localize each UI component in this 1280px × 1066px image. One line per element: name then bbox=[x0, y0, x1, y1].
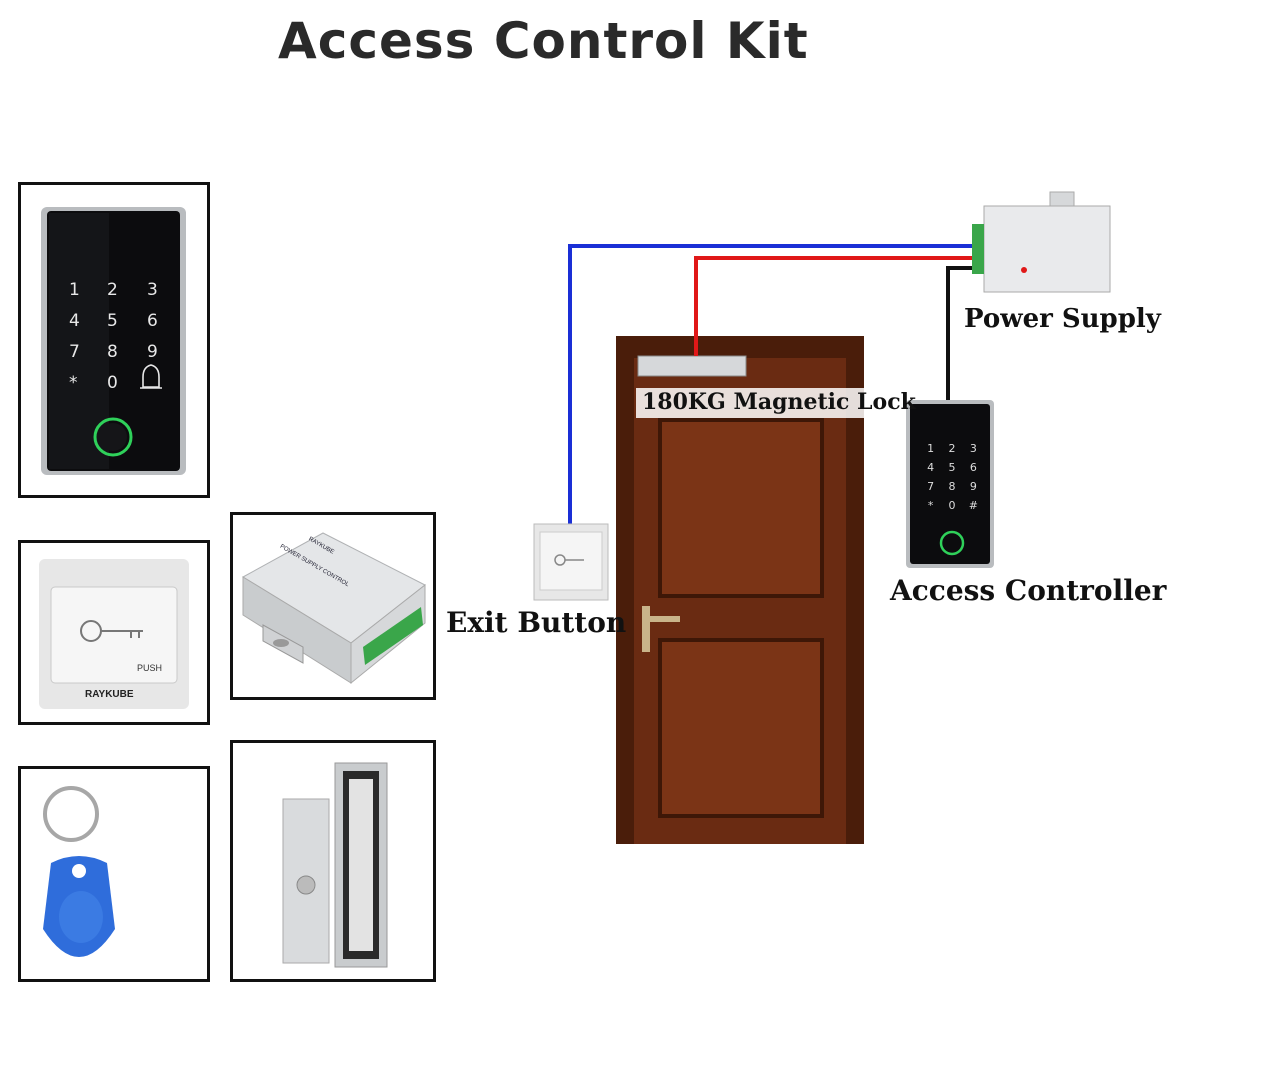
key-2: 2 bbox=[107, 280, 118, 300]
red-wire bbox=[694, 256, 984, 356]
exit-panel-brand: RAYKUBE bbox=[85, 689, 134, 700]
controller-key-3: 3 bbox=[969, 442, 977, 455]
rfid-keyfob-illustration bbox=[43, 786, 115, 957]
blue-wire bbox=[568, 244, 984, 524]
key-3: 3 bbox=[147, 280, 158, 300]
power-supply-unit bbox=[972, 191, 1111, 293]
magnetic-lock-illustration bbox=[282, 762, 388, 968]
key-7: 7 bbox=[69, 342, 80, 362]
door-illustration bbox=[616, 336, 864, 844]
key-4: 4 bbox=[69, 311, 80, 331]
exit-button-label: Exit Button bbox=[446, 606, 627, 639]
controller-key-hash: # bbox=[968, 499, 978, 512]
controller-key-4: 4 bbox=[927, 461, 935, 474]
fingerprint-ring-icon bbox=[93, 417, 133, 457]
controller-key-7: 7 bbox=[927, 480, 935, 493]
page-title: Access Control Kit bbox=[278, 12, 809, 70]
key-star: * bbox=[69, 373, 78, 393]
magnetic-lock-label: 180KG Magnetic Lock bbox=[642, 389, 916, 415]
controller-key-2: 2 bbox=[948, 442, 956, 455]
key-9: 9 bbox=[147, 342, 158, 362]
black-wire bbox=[946, 266, 984, 402]
key-1: 1 bbox=[69, 280, 80, 300]
key-8: 8 bbox=[107, 342, 118, 362]
key-0: 0 bbox=[107, 373, 118, 393]
keypad-illustration: 1 2 3 4 5 6 7 8 9 * 0 bbox=[41, 207, 186, 475]
keypad-product-frame: 1 2 3 4 5 6 7 8 9 * 0 bbox=[18, 182, 210, 498]
exit-panel-push-text: PUSH bbox=[137, 663, 163, 673]
access-controller-unit bbox=[906, 400, 994, 568]
controller-key-9: 9 bbox=[969, 480, 977, 493]
controller-key-8: 8 bbox=[948, 480, 956, 493]
bell-icon bbox=[140, 364, 162, 389]
magnetic-lock-product-frame bbox=[230, 740, 436, 982]
controller-key-star: * bbox=[927, 499, 934, 512]
controller-key-5: 5 bbox=[948, 461, 956, 474]
exit-button-unit bbox=[533, 523, 609, 601]
power-supply-label: Power Supply bbox=[964, 304, 1161, 334]
key-icon bbox=[80, 620, 143, 642]
controller-key-1: 1 bbox=[927, 442, 935, 455]
access-controller-label: Access Controller bbox=[890, 574, 1167, 607]
key-6: 6 bbox=[147, 311, 158, 331]
controller-key-6: 6 bbox=[969, 461, 977, 474]
exit-button-product-frame: PUSH RAYKUBE bbox=[18, 540, 210, 725]
controller-key-0: 0 bbox=[948, 499, 956, 512]
keyfob-product-frame bbox=[18, 766, 210, 982]
exit-button-illustration bbox=[39, 559, 189, 709]
power-supply-illustration bbox=[242, 532, 426, 685]
power-supply-product-frame: POWER SUPPLY CONTROL RAYKUBE bbox=[230, 512, 436, 700]
controller-keypad: 1 2 3 4 5 6 7 8 9 * 0 # bbox=[920, 442, 984, 512]
door-magnetic-lock bbox=[637, 355, 747, 377]
key-5: 5 bbox=[107, 311, 118, 331]
